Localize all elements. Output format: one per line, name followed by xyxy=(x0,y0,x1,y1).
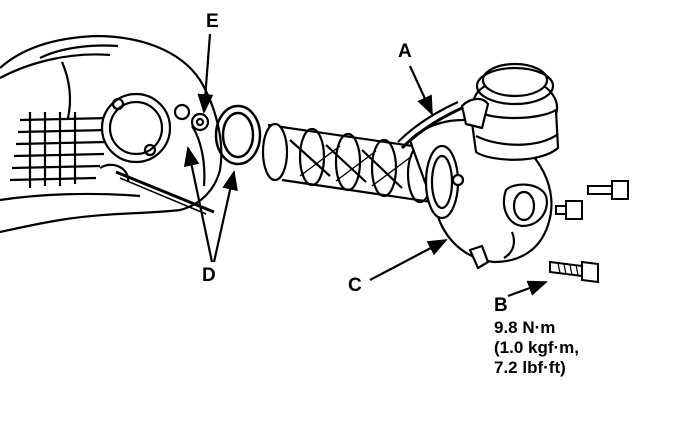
torque-kgf: (1.0 kgf·m, xyxy=(494,338,580,357)
leader-lines xyxy=(183,33,548,298)
mounting-bolts xyxy=(549,180,629,284)
callout-label-e: E xyxy=(206,11,219,32)
throttle-body xyxy=(397,62,560,270)
o-ring-gasket xyxy=(214,104,262,166)
washer-e xyxy=(190,112,210,132)
callout-label-a: A xyxy=(398,41,412,62)
callout-label-c: C xyxy=(348,275,362,296)
torque-lbf: 7.2 lbf·ft) xyxy=(494,358,566,377)
callout-label-d: D xyxy=(202,265,216,286)
rubber-duct xyxy=(261,122,453,207)
torque-specification: 9.8 N·m (1.0 kgf·m, 7.2 lbf·ft) xyxy=(494,318,579,378)
callout-label-b: B xyxy=(494,295,508,316)
intake-manifold xyxy=(0,34,223,234)
torque-metric: 9.8 N·m xyxy=(494,318,556,337)
